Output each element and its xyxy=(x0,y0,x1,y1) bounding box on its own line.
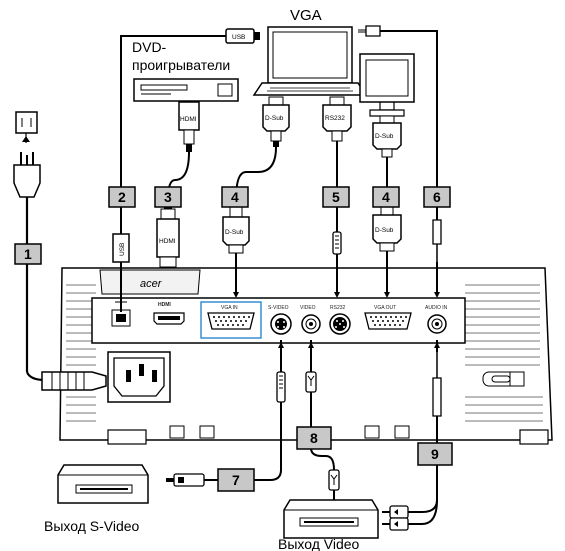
badge-1 xyxy=(14,243,42,265)
dvd-label-line2: проигрыватели xyxy=(132,57,230,73)
usb-top-plug-label: USB xyxy=(232,34,245,41)
hdmi-top-plug-label: HDMI xyxy=(180,116,197,123)
vga-in-highlight xyxy=(200,301,262,339)
svg-text:3: 3 xyxy=(164,189,172,205)
rs232-cable: RS232 xyxy=(322,96,352,298)
svideo-cable xyxy=(166,340,286,487)
svg-text:4: 4 xyxy=(231,189,239,205)
dsub-monitor-plug-label: D-Sub xyxy=(375,133,394,140)
wall-outlet-icon xyxy=(15,111,38,134)
hdmi-cable: HDMI HDMI xyxy=(156,101,200,268)
audio-cable xyxy=(358,25,442,298)
power-cable xyxy=(13,111,107,391)
badge-6 xyxy=(423,186,451,208)
svg-text:4: 4 xyxy=(382,189,390,205)
port-label-audio-in: AUDIO IN xyxy=(425,305,448,311)
video-out-label: Выход Video xyxy=(278,536,360,551)
video-player xyxy=(283,499,379,539)
badge-4b xyxy=(372,186,400,208)
port-label-vga-out: VGA OUT xyxy=(374,305,396,311)
svg-text:9: 9 xyxy=(431,446,439,462)
dsub-laptop-plug-label: D-Sub xyxy=(265,115,284,122)
badges: 1 2 3 4 5 4 6 7 8 9 xyxy=(14,186,453,492)
badge-5 xyxy=(322,186,350,208)
port-label-video: VIDEO xyxy=(300,305,316,311)
badge-7 xyxy=(217,468,255,492)
dsub-vgaout-plug-label: D-Sub xyxy=(375,227,394,234)
dvd-player xyxy=(133,78,239,102)
port-label-svideo: S-VIDEO xyxy=(268,305,289,311)
power-plug-icon xyxy=(13,164,41,198)
port-label-hdmi: HDMI xyxy=(158,302,171,308)
port-label-rs232: RS232 xyxy=(330,305,346,311)
dsub-projector-plug-label: D-Sub xyxy=(225,229,244,236)
rca-audio-cable xyxy=(382,340,442,531)
badge-3 xyxy=(154,186,182,208)
hdmi-bottom-plug-label: HDMI xyxy=(159,238,176,245)
svg-text:2: 2 xyxy=(118,189,126,205)
dvd-label-line1: DVD- xyxy=(132,39,167,55)
video-cable xyxy=(305,340,340,500)
badge-8 xyxy=(296,426,332,450)
monitor xyxy=(359,53,415,117)
usb-plug-label: USB xyxy=(119,243,126,256)
svideo-out-label: Выход S-Video xyxy=(44,518,140,534)
port-label-vga-in: VGA IN xyxy=(221,305,238,311)
svg-text:6: 6 xyxy=(433,189,441,205)
svg-text:1: 1 xyxy=(24,246,32,262)
laptop xyxy=(252,26,368,96)
svg-text:5: 5 xyxy=(332,189,340,205)
svg-text:7: 7 xyxy=(232,472,240,488)
rs232-plug-label: RS232 xyxy=(325,115,345,122)
badge-4a xyxy=(221,186,249,208)
badge-2 xyxy=(108,186,136,208)
svideo-player xyxy=(57,464,149,504)
svg-text:8: 8 xyxy=(310,430,318,446)
vga-out-cable: D-Sub D-Sub xyxy=(372,115,402,298)
vga-label: VGA xyxy=(290,7,322,24)
brand-logo: acer xyxy=(140,278,163,290)
badge-9 xyxy=(417,442,453,466)
usb-cable: USB USB xyxy=(112,28,260,312)
power-socket xyxy=(107,351,171,403)
io-panel: HDMI VGA IN S-VIDEO VIDEO RS232 VGA OUT xyxy=(91,297,466,344)
